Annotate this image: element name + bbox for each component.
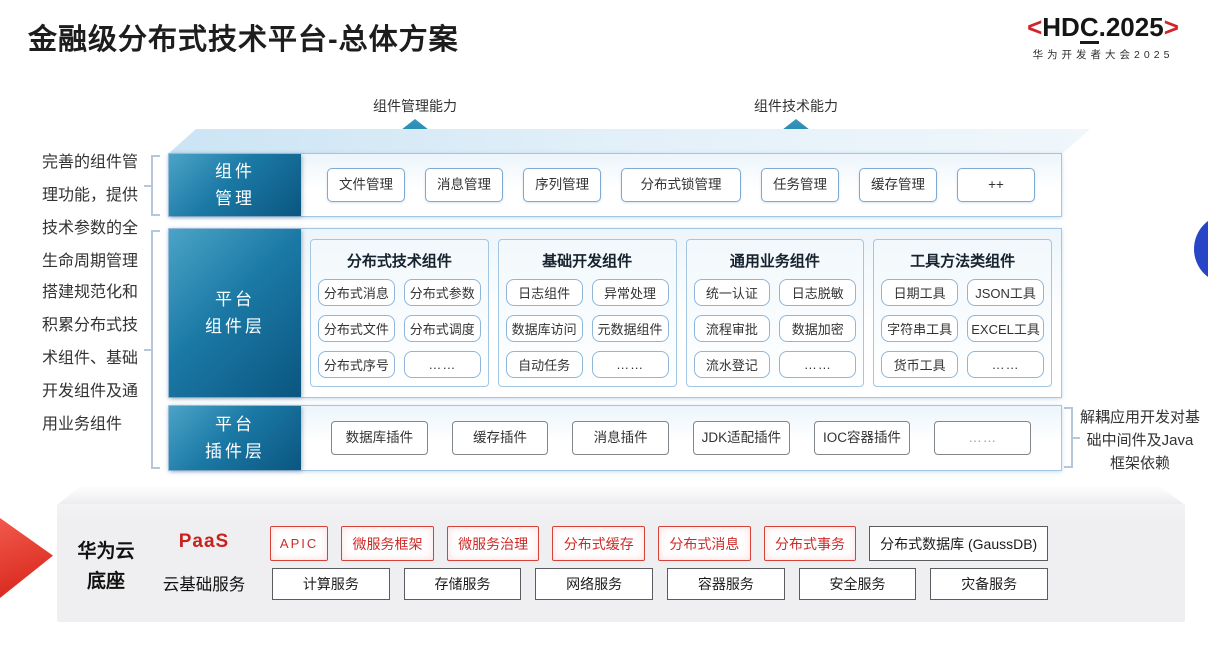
capability-management-label: 组件管理能力 (373, 98, 457, 114)
plugin-chip: JDK适配插件 (693, 421, 790, 455)
component-chip: ++ (957, 168, 1036, 202)
stack-top-face (168, 129, 1090, 154)
group-common-business: 通用业务组件 统一认证 日志脱敏 流程审批 数据加密 流水登记 …… (685, 239, 865, 387)
right-note-plugins: 解耦应用开发对基础中间件及Java框架依赖 (1080, 409, 1201, 472)
cloud-basic-services-label: 云基础服务 (162, 576, 246, 594)
logo-left-angle: < (1027, 12, 1043, 42)
logo-c-underlined: C (1079, 13, 1099, 45)
component-chip: 流水登记 (693, 351, 771, 378)
logo-right-angle: > (1163, 12, 1179, 42)
group-basic-dev: 基础开发组件 日志组件 异常处理 数据库访问 元数据组件 自动任务 …… (497, 239, 677, 387)
component-chip: 序列管理 (523, 168, 602, 202)
component-chip: 异常处理 (591, 279, 669, 306)
hdc-logo-subtitle: 华为开发者大会2025 (1032, 49, 1174, 62)
cloud-service-chip: 网络服务 (535, 568, 654, 600)
layer-platform-components: 平台 组件层 分布式技术组件 分布式消息 分布式参数 分布式文件 分布式调度 分… (168, 228, 1062, 398)
left-bracket-icon (144, 230, 160, 469)
cloud-service-chip: 计算服务 (272, 568, 390, 600)
component-chip-more: …… (779, 351, 857, 378)
plugin-chip: 数据库插件 (331, 421, 428, 455)
left-note-management: 完善的组件管理功能，提供技术参数的全生命周期管理 (42, 154, 139, 270)
component-chip: EXCEL工具 (967, 315, 1044, 342)
group-utility-tools: 工具方法类组件 日期工具 JSON工具 字符串工具 EXCEL工具 货币工具 …… (873, 239, 1052, 387)
group-grid: 统一认证 日志脱敏 流程审批 数据加密 流水登记 …… (693, 279, 857, 378)
paas-label: PaaS (178, 531, 230, 552)
left-bracket-icon (144, 155, 160, 216)
component-chip: 分布式锁管理 (621, 168, 741, 202)
component-chip: 日志脱敏 (779, 279, 857, 306)
group-grid: 日志组件 异常处理 数据库访问 元数据组件 自动任务 …… (505, 279, 669, 378)
component-chip: 缓存管理 (858, 168, 937, 202)
group-grid: 日期工具 JSON工具 字符串工具 EXCEL工具 货币工具 …… (881, 279, 1044, 378)
group-grid: 分布式消息 分布式参数 分布式文件 分布式调度 分布式序号 …… (318, 279, 481, 378)
component-chip-more: …… (403, 351, 481, 378)
paas-service-chip: 分布式事务 (763, 526, 857, 561)
blue-circle-decoration (1194, 214, 1208, 284)
component-groups: 分布式技术组件 分布式消息 分布式参数 分布式文件 分布式调度 分布式序号 ……… (301, 229, 1061, 397)
layer-label-platform-plugins: 平台 插件层 (169, 406, 301, 470)
component-chip: 分布式序号 (318, 351, 395, 378)
logo-hd: HD (1042, 12, 1080, 42)
gaussdb-chip: 分布式数据库 (GaussDB) (869, 526, 1049, 561)
cloud-service-chip: 存储服务 (403, 568, 522, 600)
left-note-components: 搭建规范化和积累分布式技术组件、基础开发组件及通用业务组件 (42, 284, 139, 433)
paas-service-chip: 分布式消息 (658, 526, 751, 561)
paas-service-chip: 微服务治理 (446, 526, 540, 561)
huawei-cloud-base-label: 华为云 底座 (77, 541, 135, 592)
hdc-logo-wordmark: <HDC.2025> (1000, 12, 1206, 45)
hdc-2025-logo: <HDC.2025> 华为开发者大会2025 (1000, 12, 1206, 62)
plugin-chip: IOC容器插件 (813, 421, 911, 455)
page-title: 金融级分布式技术平台-总体方案 (28, 24, 459, 56)
component-chip: 分布式文件 (318, 315, 395, 342)
logo-year: .2025 (1098, 12, 1164, 42)
right-bracket-icon (1064, 407, 1080, 468)
capability-technical-label: 组件技术能力 (754, 98, 838, 114)
plugin-chip: 消息插件 (572, 421, 670, 455)
component-chip: 消息管理 (425, 168, 504, 202)
group-title: 基础开发组件 (542, 253, 633, 270)
cloud-service-chip: 灾备服务 (930, 568, 1049, 600)
component-chip: 日志组件 (505, 279, 583, 306)
layer-label-platform-components: 平台 组件层 (169, 229, 301, 397)
component-chip: 分布式参数 (403, 279, 481, 306)
group-distributed-tech: 分布式技术组件 分布式消息 分布式参数 分布式文件 分布式调度 分布式序号 …… (310, 239, 489, 387)
component-chip: 元数据组件 (591, 315, 669, 342)
component-chip-more: …… (967, 351, 1044, 378)
cloud-basic-services-row: 计算服务 存储服务 网络服务 容器服务 安全服务 灾备服务 (272, 568, 1049, 600)
paas-service-chip: APIC (270, 526, 329, 561)
layer-component-management: 组件 管理 文件管理 消息管理 序列管理 分布式锁管理 任务管理 缓存管理 ++ (168, 153, 1062, 217)
component-chip: 数据加密 (779, 315, 857, 342)
component-chip: 流程审批 (693, 315, 771, 342)
foundation-top-face (57, 487, 1185, 505)
component-chip: 自动任务 (505, 351, 583, 378)
component-chip: 货币工具 (881, 351, 959, 378)
component-chip: 任务管理 (760, 168, 839, 202)
layer-label-component-management: 组件 管理 (169, 154, 301, 216)
cloud-service-chip: 容器服务 (667, 568, 785, 600)
component-chip: 数据库访问 (505, 315, 583, 342)
layer-items: 数据库插件 缓存插件 消息插件 JDK适配插件 IOC容器插件 …… (301, 406, 1061, 470)
component-chip-more: …… (591, 351, 669, 378)
component-chip: 字符串工具 (881, 315, 959, 342)
paas-services-row: APIC 微服务框架 微服务治理 分布式缓存 分布式消息 分布式事务 分布式数据… (270, 526, 1049, 561)
plugin-chip: 缓存插件 (451, 421, 549, 455)
component-chip: 统一认证 (693, 279, 771, 306)
plugin-chip-more: …… (934, 421, 1032, 455)
group-title: 通用业务组件 (729, 253, 820, 270)
paas-service-chip: 微服务框架 (341, 526, 434, 561)
group-title: 工具方法类组件 (910, 253, 1016, 270)
foundation-panel: 华为云 底座 PaaS 云基础服务 APIC 微服务框架 微服务治理 分布式缓存… (57, 504, 1185, 622)
layer-platform-plugins: 平台 插件层 数据库插件 缓存插件 消息插件 JDK适配插件 IOC容器插件 …… (168, 405, 1062, 471)
cloud-service-chip: 安全服务 (798, 568, 917, 600)
component-chip: 分布式调度 (403, 315, 481, 342)
component-chip: 分布式消息 (318, 279, 395, 306)
red-arrow-icon (0, 518, 53, 598)
paas-service-chip: 分布式缓存 (552, 526, 646, 561)
group-title: 分布式技术组件 (346, 253, 452, 270)
component-chip: 文件管理 (327, 168, 406, 202)
component-chip: JSON工具 (967, 279, 1044, 306)
component-chip: 日期工具 (881, 279, 959, 306)
layer-items: 文件管理 消息管理 序列管理 分布式锁管理 任务管理 缓存管理 ++ (301, 154, 1061, 216)
